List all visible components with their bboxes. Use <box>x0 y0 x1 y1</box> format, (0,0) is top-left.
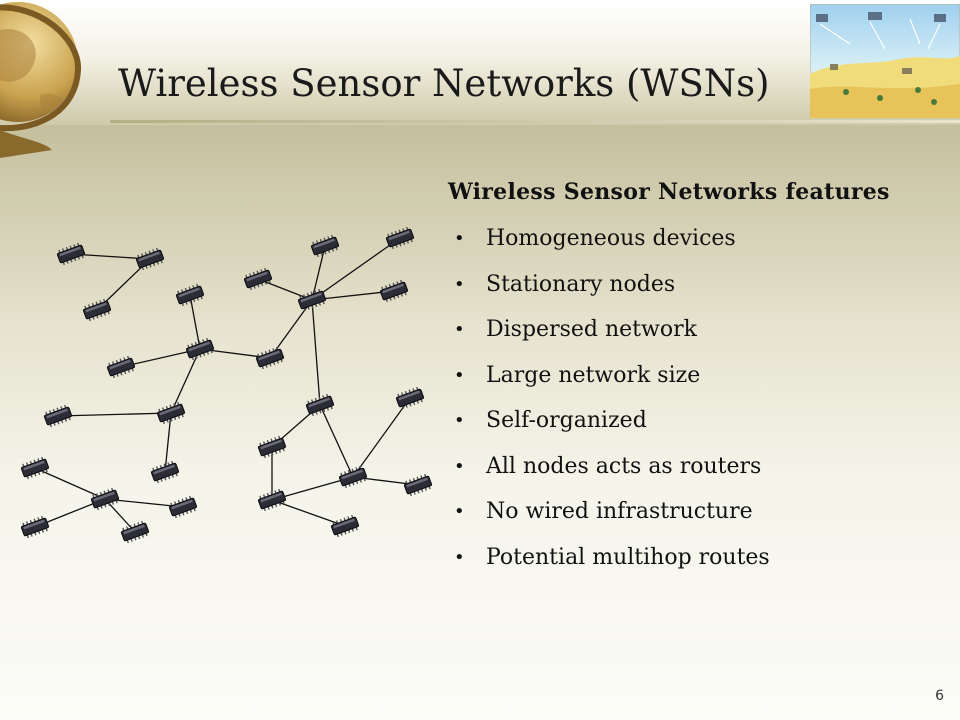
bullet-icon: • <box>454 455 465 477</box>
feature-item: • Potential multihop routes <box>448 535 948 581</box>
feature-text: Large network size <box>486 362 701 388</box>
feature-text: Dispersed network <box>486 317 697 342</box>
sensor-nodes <box>20 226 433 544</box>
feature-text: Homogeneous devices <box>486 226 736 251</box>
feature-text: Self-organized <box>486 408 647 433</box>
bullet-icon: • <box>454 364 465 386</box>
feature-text: Potential multihop routes <box>486 544 770 570</box>
features-heading: Wireless Sensor Networks features <box>448 179 890 205</box>
microchip-icon <box>156 401 186 425</box>
microchip-icon <box>379 279 409 303</box>
microchip-icon <box>150 460 180 484</box>
sensor-network-diagram <box>20 226 433 544</box>
microchip-icon <box>20 515 50 539</box>
microchip-icon <box>297 288 327 312</box>
feature-text: All nodes acts as routers <box>486 453 762 479</box>
microchip-icon <box>257 435 287 459</box>
feature-text: Stationary nodes <box>486 271 676 297</box>
feature-text: No wired infrastructure <box>486 499 753 524</box>
microchip-icon <box>330 514 360 538</box>
sensor-network-illustration <box>810 4 960 118</box>
microchip-icon <box>395 386 425 410</box>
globe-icon <box>0 2 82 158</box>
microchip-icon <box>338 465 368 489</box>
microchip-icon <box>106 355 136 379</box>
feature-item: • No wired infrastructure <box>448 489 948 535</box>
title-divider <box>110 120 960 123</box>
slide-title: Wireless Sensor Networks (WSNs) <box>118 62 770 105</box>
microchip-icon <box>185 337 215 361</box>
microchip-icon <box>310 234 340 258</box>
feature-item: • All nodes acts as routers <box>448 444 948 490</box>
microchip-icon <box>255 346 285 370</box>
microchip-icon <box>403 473 433 497</box>
microchip-icon <box>135 247 165 271</box>
microchip-icon <box>90 487 120 511</box>
microchip-icon <box>43 404 73 428</box>
feature-item: • Homogeneous devices <box>448 216 948 262</box>
microchip-icon <box>385 226 415 250</box>
bullet-icon: • <box>454 410 465 431</box>
microchip-icon <box>305 393 335 417</box>
microchip-icon <box>175 283 205 307</box>
feature-list-region: Wireless Sensor Networks features • Homo… <box>448 172 948 580</box>
microchip-icon <box>20 456 50 480</box>
microchip-icon <box>257 488 287 512</box>
feature-item: • Stationary nodes <box>448 262 948 308</box>
page-number: 6 <box>935 688 944 704</box>
title-band <box>0 0 960 125</box>
microchip-icon <box>243 267 273 291</box>
feature-item: • Large network size <box>448 353 948 399</box>
feature-item: • Dispersed network <box>448 307 948 353</box>
bullet-icon: • <box>454 228 465 249</box>
feature-list: • Homogeneous devices • Stationary nodes… <box>448 216 948 580</box>
microchip-icon <box>82 298 112 322</box>
bullet-icon: • <box>454 273 465 295</box>
bullet-icon: • <box>454 501 465 522</box>
bullet-icon: • <box>454 319 465 340</box>
microchip-icon <box>56 242 86 266</box>
microchip-icon <box>168 495 198 519</box>
network-links <box>34 237 419 533</box>
feature-item: • Self-organized <box>448 398 948 444</box>
bullet-icon: • <box>454 546 465 568</box>
microchip-icon <box>120 520 150 544</box>
